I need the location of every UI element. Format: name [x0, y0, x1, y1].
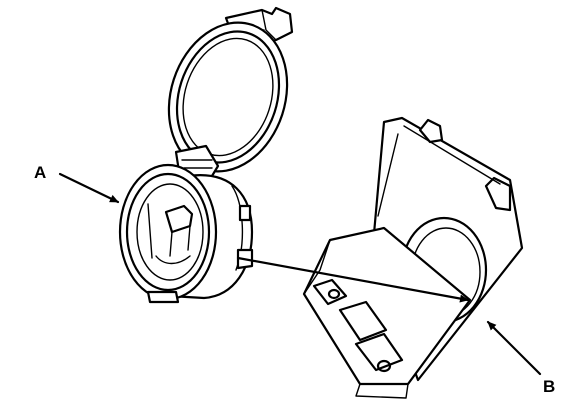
callout-label-a: A — [34, 163, 46, 182]
callout-b-leader — [486, 320, 542, 376]
assembly-guide-line — [236, 256, 470, 303]
mounting-bracket-part-b — [302, 116, 524, 399]
socket-body-part-a — [118, 163, 254, 304]
callout-label-b: B — [543, 377, 555, 396]
socket-cap-lid — [167, 6, 294, 180]
callout-a: A — [34, 163, 120, 204]
callout-b: B — [486, 320, 555, 396]
callout-a-leader — [58, 172, 120, 204]
